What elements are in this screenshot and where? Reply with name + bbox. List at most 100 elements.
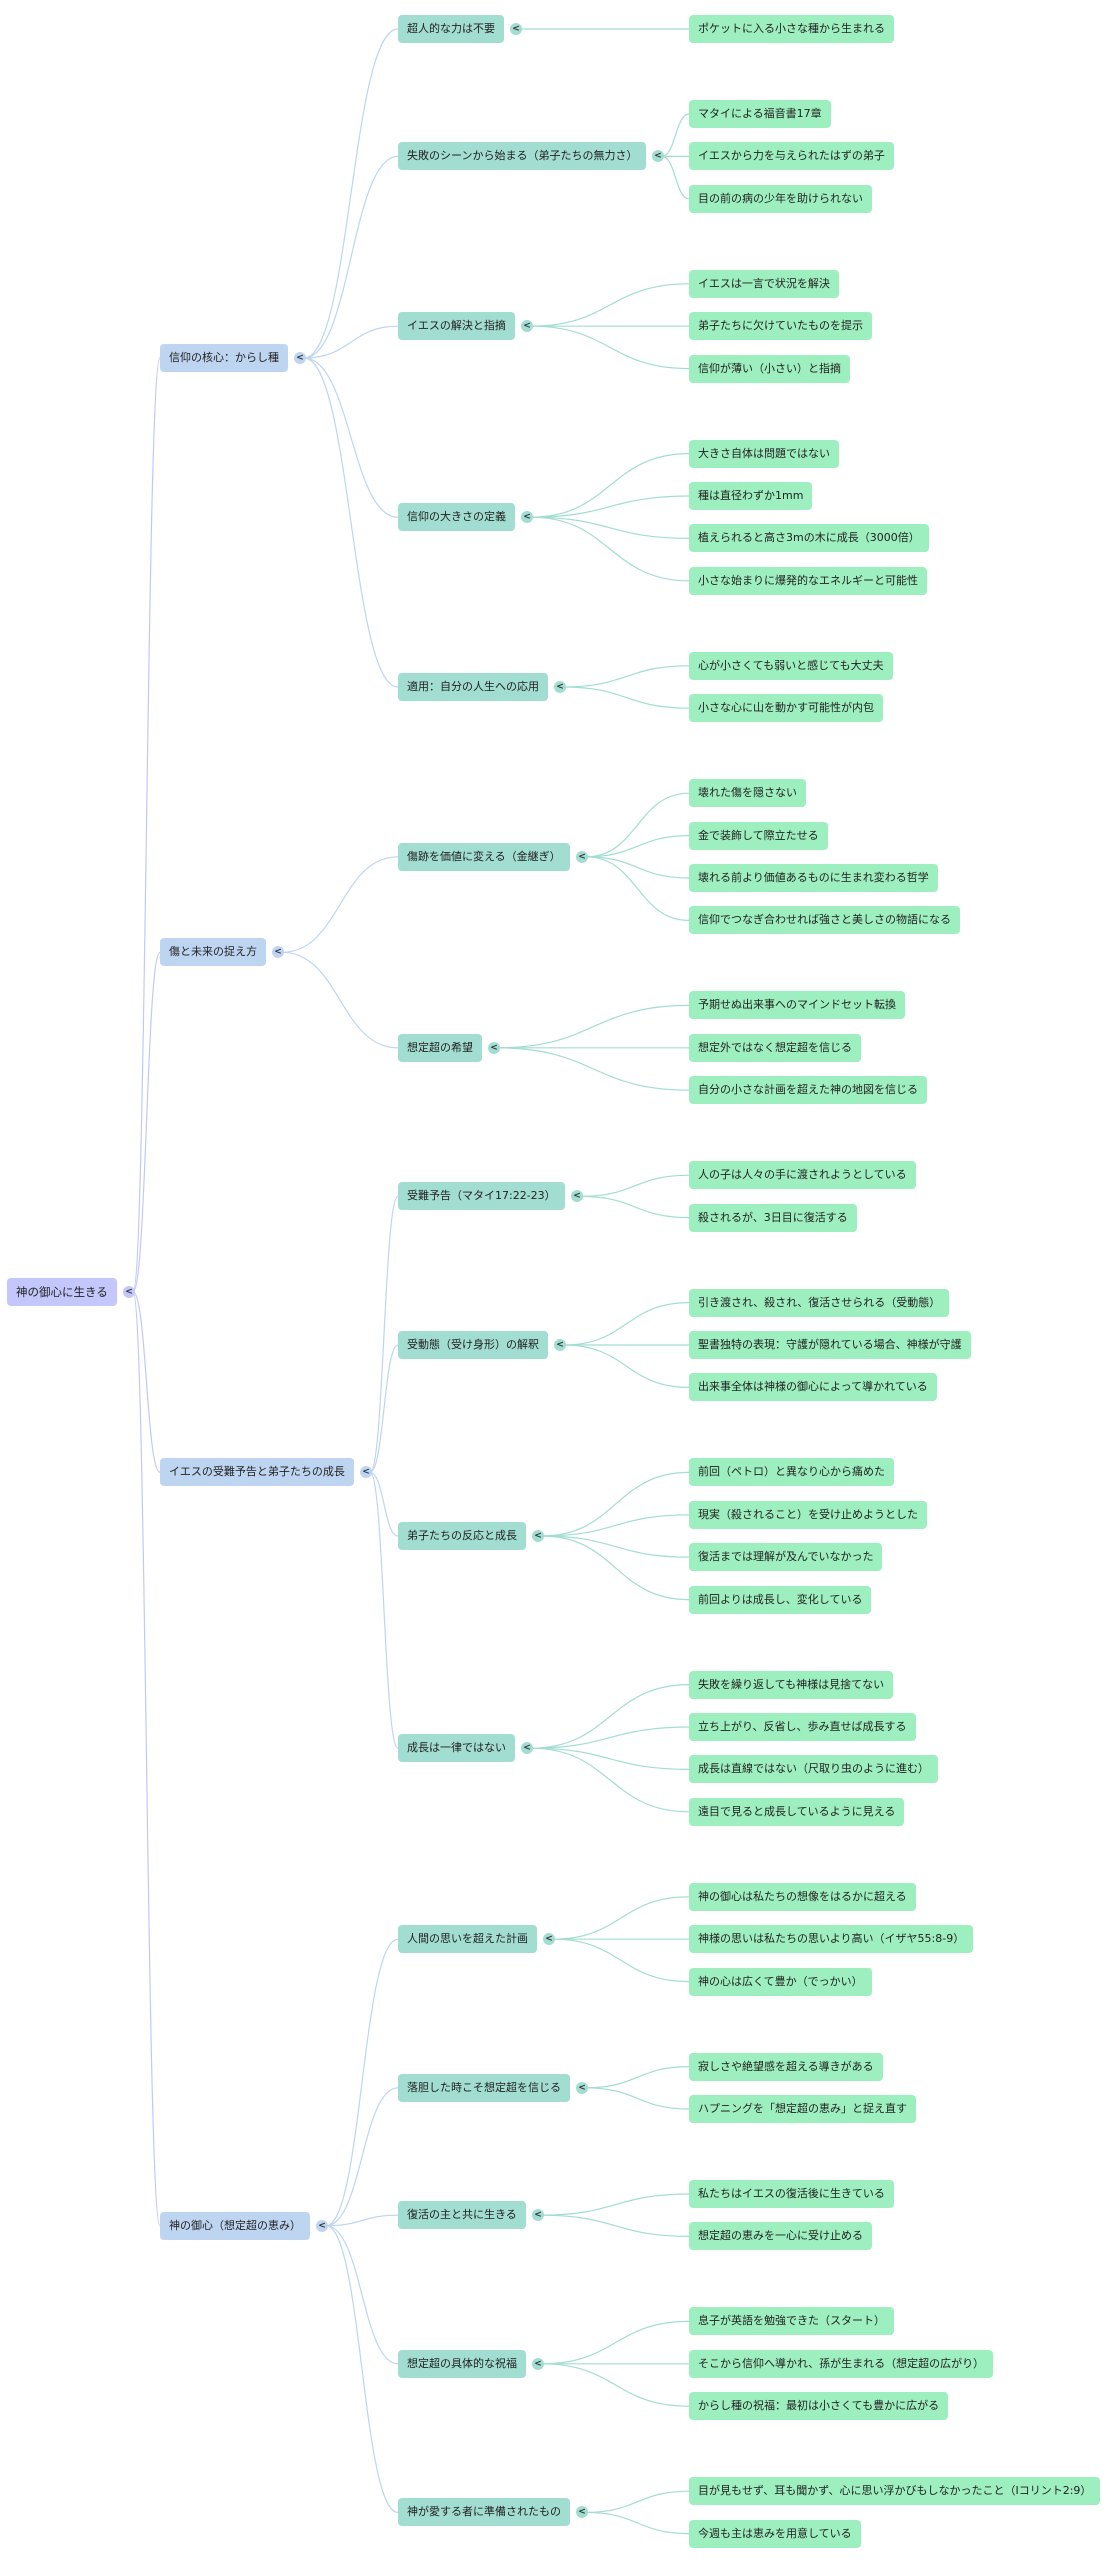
- leaf-node[interactable]: 神様の思いは私たちの思いより高い（イザヤ55:8-9）: [689, 1925, 974, 1954]
- leaf-node[interactable]: 現実（殺されること）を受け止めようとした: [689, 1500, 927, 1529]
- leaf-node[interactable]: 前回（ペトロ）と異なり心から痛めた: [689, 1458, 894, 1487]
- leaf-node[interactable]: からし種の祝福：最初は小さくても豊かに広がる: [689, 2392, 949, 2421]
- leaf-node[interactable]: 想定超の恵みを一心に受け止める: [689, 2222, 872, 2251]
- leaf-node[interactable]: 金で装飾して際立たせる: [689, 821, 828, 850]
- subtopic-node[interactable]: 適用：自分の人生への応用: [398, 673, 548, 701]
- leaf-node[interactable]: ポケットに入る小さな種から生まれる: [689, 15, 894, 43]
- leaf-node[interactable]: 心が小さくても弱いと感じても大丈夫: [689, 651, 893, 680]
- leaf-node[interactable]: 失敗を繰り返しても神様は見捨てない: [689, 1670, 894, 1699]
- leaf-node[interactable]: 立ち上がり、反省し、歩み直せば成長する: [689, 1713, 916, 1741]
- leaf-node[interactable]: 大きさ自体は問題ではない: [689, 439, 839, 468]
- collapse-toggle-icon[interactable]: <: [576, 2506, 588, 2519]
- leaf-node[interactable]: イエスは一言で状況を解決: [689, 269, 839, 298]
- link-root-to-topic: [132, 951, 161, 1293]
- leaf-node[interactable]: 小さな始まりに爆発的なエネルギーと可能性: [689, 566, 927, 595]
- subtopic-node[interactable]: 落胆した時こそ想定超を信じる: [398, 2073, 570, 2102]
- collapse-toggle-icon[interactable]: <: [521, 320, 533, 333]
- leaf-node[interactable]: 信仰でつなぎ合わせれば強さと美しさの物語になる: [689, 906, 960, 935]
- subtopic-node[interactable]: イエスの解決と指摘: [398, 312, 515, 341]
- subtopic-node[interactable]: 傷跡を価値に変える（金継ぎ）: [398, 842, 570, 871]
- leaf-node[interactable]: 種は直径わずか1mm: [689, 482, 813, 510]
- link-subtopic-to-leaf: [541, 2193, 690, 2216]
- subtopic-node[interactable]: 人間の思いを超えた計画: [398, 1925, 537, 1954]
- leaf-node[interactable]: 神の心は広くて豊か（でっかい）: [689, 1967, 872, 1996]
- subtopic-node[interactable]: 弟子たちの反応と成長: [398, 1522, 526, 1550]
- collapse-toggle-icon[interactable]: <: [532, 2357, 544, 2370]
- leaf-node[interactable]: 小さな心に山を動かす可能性が内包: [689, 694, 883, 723]
- collapse-toggle-icon[interactable]: <: [652, 150, 664, 163]
- collapse-toggle-icon[interactable]: <: [571, 1190, 583, 1203]
- leaf-node[interactable]: 神の御心は私たちの想像をはるかに超える: [689, 1882, 916, 1911]
- subtopic-node[interactable]: 信仰の大きさの定義: [398, 503, 515, 532]
- leaf-node[interactable]: 聖書独特の表現：守護が隠れている場合、神様が守護: [689, 1331, 971, 1359]
- subtopic-node[interactable]: 受動態（受け身形）の解釈: [398, 1331, 548, 1359]
- leaf-node[interactable]: 前回よりは成長し、変化している: [689, 1585, 872, 1614]
- collapse-toggle-icon[interactable]: <: [521, 511, 533, 524]
- leaf-node[interactable]: 人の子は人々の手に渡されようとしている: [689, 1161, 916, 1190]
- leaf-node[interactable]: 遠目で見ると成長しているように見える: [689, 1797, 905, 1826]
- leaf-node[interactable]: 壊れる前より価値あるものに生まれ変わる哲学: [689, 864, 938, 892]
- leaf-node[interactable]: イエスから力を与えられたはずの弟子: [689, 142, 894, 171]
- subtopic-node[interactable]: 復活の主と共に生きる: [398, 2201, 526, 2230]
- collapse-toggle-icon[interactable]: <: [554, 1339, 566, 1351]
- subtopic-node[interactable]: 成長は一律ではない: [398, 1734, 515, 1763]
- topic-node[interactable]: イエスの受難予告と弟子たちの成長: [160, 1458, 354, 1487]
- link-subtopic-to-leaf: [530, 1747, 690, 1770]
- link-subtopic-to-leaf: [580, 1174, 690, 1197]
- leaf-node[interactable]: 信仰が薄い（小さい）と指摘: [689, 354, 850, 383]
- leaf-node[interactable]: 目の前の病の少年を助けられない: [689, 184, 872, 213]
- topic-node[interactable]: 神の御心（想定超の恵み）: [160, 2211, 310, 2240]
- topic-node[interactable]: 信仰の核心：からし種: [160, 344, 288, 372]
- collapse-toggle-icon[interactable]: <: [488, 1041, 500, 1054]
- collapse-toggle-icon[interactable]: <: [123, 1285, 135, 1298]
- link-subtopic-to-leaf: [563, 1344, 690, 1388]
- leaf-node[interactable]: 成長は直線ではない（尺取り虫のように進む）: [689, 1755, 938, 1784]
- leaf-node[interactable]: そこから信仰へ導かれ、孫が生まれる（想定超の広がり）: [689, 2349, 994, 2378]
- leaf-node[interactable]: 殺されるが、3日目に復活する: [689, 1203, 857, 1232]
- subtopic-node[interactable]: 想定超の具体的な祝福: [398, 2349, 526, 2378]
- collapse-toggle-icon[interactable]: <: [510, 23, 522, 35]
- link-subtopic-to-leaf: [661, 155, 690, 200]
- leaf-node[interactable]: 目が見もせず、耳も聞かず、心に思い浮かびもしなかったこと（Iコリント2:9）: [689, 2477, 1101, 2506]
- collapse-toggle-icon[interactable]: <: [576, 850, 588, 863]
- leaf-node[interactable]: 植えられると高さ3mの木に成長（3000倍）: [689, 524, 929, 553]
- collapse-toggle-icon[interactable]: <: [294, 352, 306, 364]
- collapse-toggle-icon[interactable]: <: [554, 681, 566, 693]
- collapse-toggle-icon[interactable]: <: [521, 1742, 533, 1755]
- leaf-node[interactable]: 引き渡され、殺され、復活させられる（受動態）: [689, 1288, 950, 1317]
- leaf-node[interactable]: 壊れた傷を隠さない: [689, 779, 806, 808]
- link-root-to-topic: [132, 357, 161, 1293]
- leaf-node[interactable]: ハプニングを「想定超の恵み」と捉え直す: [689, 2095, 916, 2123]
- leaf-node[interactable]: 息子が英語を勉強できた（スタート）: [689, 2307, 894, 2336]
- leaf-node[interactable]: 出来事全体は神様の御心によって導かれている: [689, 1373, 937, 1402]
- link-subtopic-to-leaf: [585, 792, 690, 858]
- collapse-toggle-icon[interactable]: <: [360, 1466, 372, 1479]
- link-subtopic-to-leaf: [661, 113, 690, 157]
- leaf-node[interactable]: 私たちはイエスの復活後に生きている: [689, 2180, 894, 2208]
- leaf-node[interactable]: 復活までは理解が及んでいなかった: [689, 1543, 883, 1572]
- leaf-node[interactable]: 想定外ではなく想定超を信じる: [689, 1033, 861, 1062]
- leaf-node[interactable]: 予期せぬ出来事へのマインドセット転換: [689, 991, 905, 1020]
- link-topic-to-subtopic: [325, 2225, 399, 2513]
- leaf-node[interactable]: マタイによる福音書17章: [689, 100, 831, 128]
- link-subtopic-to-leaf: [530, 325, 690, 370]
- leaf-node[interactable]: 寂しさや絶望感を超える導きがある: [689, 2052, 883, 2081]
- subtopic-node[interactable]: 超人的な力は不要: [398, 15, 504, 43]
- collapse-toggle-icon[interactable]: <: [543, 1933, 555, 1946]
- topic-node[interactable]: 傷と未来の捉え方: [160, 938, 266, 967]
- subtopic-node[interactable]: 想定超の希望: [398, 1033, 482, 1062]
- collapse-toggle-icon[interactable]: <: [316, 2219, 328, 2232]
- leaf-node[interactable]: 弟子たちに欠けていたものを提示: [689, 312, 872, 341]
- leaf-node[interactable]: 今週も主は恵みを用意している: [689, 2519, 861, 2548]
- subtopic-node[interactable]: 失敗のシーンから始まる（弟子たちの無力さ）: [398, 142, 647, 171]
- collapse-toggle-icon[interactable]: <: [532, 2209, 544, 2222]
- root-node[interactable]: 神の御心に生きる: [7, 1277, 117, 1306]
- leaf-node[interactable]: 自分の小さな計画を超えた神の地図を信じる: [689, 1076, 927, 1105]
- collapse-toggle-icon[interactable]: <: [532, 1530, 544, 1542]
- collapse-toggle-icon[interactable]: <: [576, 2081, 588, 2094]
- subtopic-node[interactable]: 受難予告（マタイ17:22-23）: [398, 1182, 565, 1211]
- collapse-toggle-icon[interactable]: <: [272, 946, 284, 959]
- link-root-to-topic: [132, 1291, 161, 1473]
- subtopic-node[interactable]: 神が愛する者に準備されたもの: [398, 2498, 570, 2527]
